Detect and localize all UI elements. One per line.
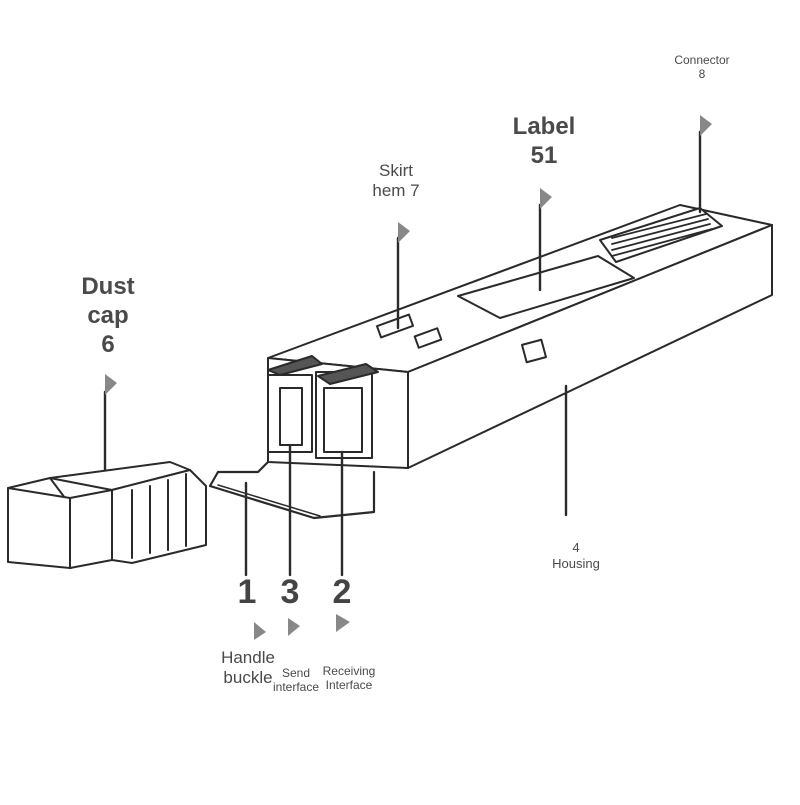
receiving-interface-label-line1: Receiving [322,664,376,678]
dust-cap [7,461,207,569]
front-ports [267,355,379,459]
dust-cap-label-line3: 6 [101,330,115,358]
send-interface-label-line1: Send [281,666,311,680]
housing-label-line1: 4 [572,540,580,555]
leader-lines [103,130,702,577]
dust-cap-label-line1: Dust [81,273,135,300]
receiving-interface-label: Receiving Interface [318,664,380,693]
dust-cap-label: Dust cap 6 [72,273,144,359]
housing-slot [521,338,547,364]
connector-label: Connector 8 [672,53,732,82]
skirt-hem-slot-2 [413,327,443,349]
receiving-interface-label-line2: Interface [325,678,373,693]
skirt-hem-label-line2: hem 7 [372,181,420,201]
send-number: 3 [280,573,300,611]
connector-label-line2: 8 [698,67,706,82]
skirt-hem-slot [375,313,415,339]
handle-buckle-label: Handle buckle [218,648,278,689]
handle-number: 1 [237,573,257,611]
connector-stripes [611,213,713,257]
handle-buckle-label-line2: buckle [223,668,273,688]
skirt-hem-label-line1: Skirt [379,161,413,180]
send-interface-label-line2: interface [272,680,320,695]
label-label: Label 51 [504,113,584,171]
receiving-number: 2 [332,573,352,611]
housing-label-line2: Housing [552,555,600,571]
housing-label: 4 Housing [538,540,614,571]
dust-cap-label-line2: cap [87,301,129,329]
skirt-hem-label: Skirt hem 7 [360,161,432,202]
handle-buckle [208,460,376,520]
housing-body [267,204,773,469]
label-label-line1: Label [512,113,576,140]
send-interface-label: Send interface [270,666,322,695]
handle-buckle-label-line1: Handle [221,648,275,667]
label-area [457,255,635,319]
connector-label-line1: Connector [674,53,730,67]
arrow-tips [105,115,712,640]
label-label-line2: 51 [530,141,558,169]
